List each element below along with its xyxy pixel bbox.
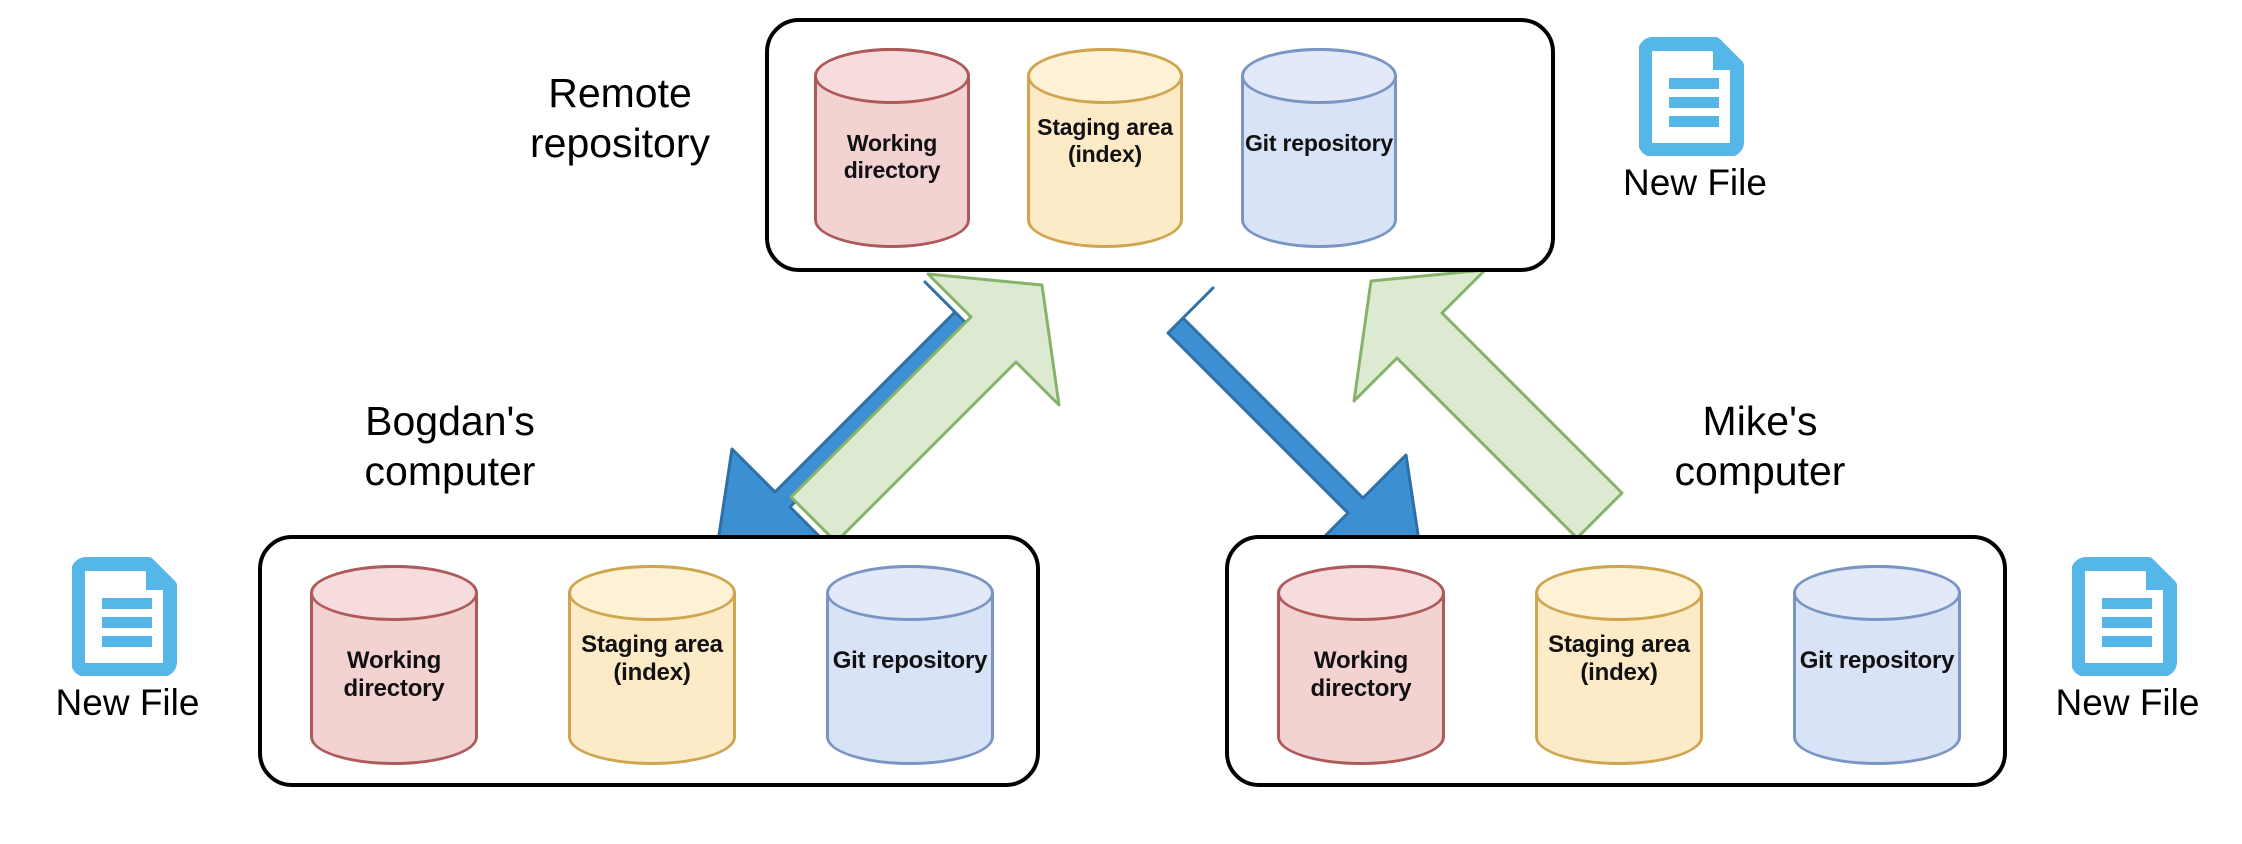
- cylinder-lid: [310, 565, 478, 621]
- arrow-mike-to-remote: [1352, 268, 1624, 540]
- new-file-icon[interactable]: [1639, 30, 1751, 156]
- cylinder-lid: [1277, 565, 1445, 621]
- bogdan-computer-box: Working directory Staging area (index) G…: [258, 535, 1040, 787]
- cylinder-lid: [568, 565, 736, 621]
- cylinder-lid: [826, 565, 994, 621]
- arrow-bogdan-to-remote: [789, 272, 1061, 544]
- remote-git-repository-cylinder[interactable]: Git repository: [1241, 48, 1397, 248]
- new-file-label: New File: [2055, 682, 2200, 723]
- bogdan-staging-area-cylinder[interactable]: Staging area (index): [568, 565, 736, 765]
- mike-working-directory-cylinder[interactable]: Working directory: [1277, 565, 1445, 765]
- new-file-bottom-right[interactable]: New File: [2020, 550, 2235, 724]
- new-file-label: New File: [1623, 162, 1767, 203]
- remote-staging-area-cylinder[interactable]: Staging area (index): [1027, 48, 1183, 248]
- bogdan-working-directory-cylinder[interactable]: Working directory: [310, 565, 478, 765]
- mike-computer-label: Mike's computer: [1674, 398, 1846, 495]
- new-file-icon[interactable]: [2071, 550, 2184, 676]
- new-file-icon[interactable]: [71, 550, 184, 676]
- cylinder-lid: [1793, 565, 1961, 621]
- remote-repository-label: Remote repository: [529, 70, 710, 167]
- mike-git-repository-cylinder[interactable]: Git repository: [1793, 565, 1961, 765]
- cylinder-lid: [1241, 48, 1397, 104]
- mike-computer-box: Working directory Staging area (index) G…: [1225, 535, 2007, 787]
- bogdan-computer-label: Bogdan's computer: [364, 398, 536, 495]
- mike-staging-area-cylinder[interactable]: Staging area (index): [1535, 565, 1703, 765]
- new-file-label: New File: [55, 682, 200, 723]
- arrow-remote-to-mike: [1166, 286, 1426, 576]
- bogdan-git-repository-cylinder[interactable]: Git repository: [826, 565, 994, 765]
- remote-repository-box: Working directory Staging area (index) G…: [765, 18, 1555, 272]
- remote-working-directory-cylinder[interactable]: Working directory: [814, 48, 970, 248]
- new-file-bottom-left[interactable]: New File: [20, 550, 235, 724]
- new-file-top-right[interactable]: New File: [1580, 30, 1810, 204]
- cylinder-lid: [1535, 565, 1703, 621]
- cylinder-lid: [1027, 48, 1183, 104]
- arrow-remote-to-bogdan: [712, 280, 972, 570]
- cylinder-lid: [814, 48, 970, 104]
